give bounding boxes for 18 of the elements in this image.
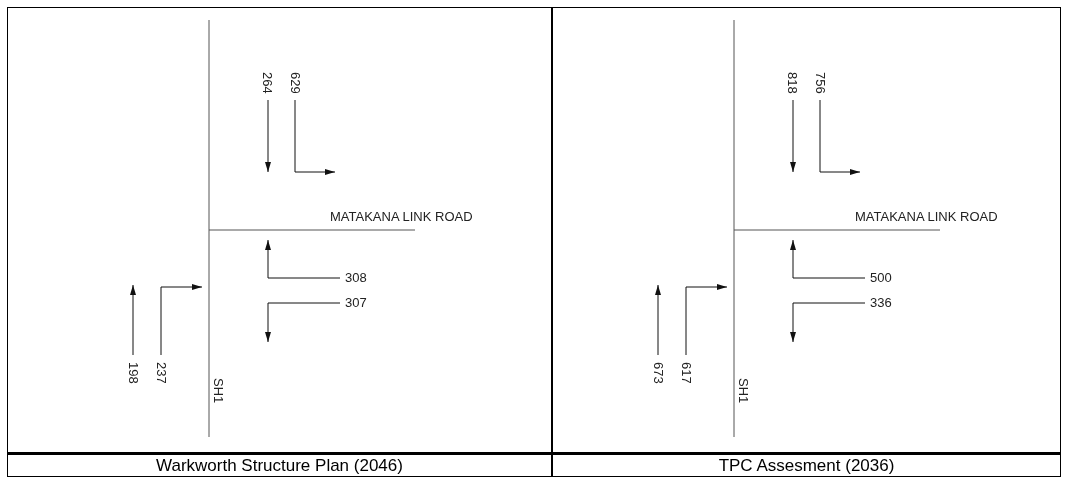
traffic-volume: 617 — [680, 362, 693, 384]
traffic-volume: 308 — [345, 271, 367, 284]
road-name: SH1 — [212, 378, 225, 404]
panel-caption: Warkworth Structure Plan (2046) — [7, 453, 552, 477]
traffic-volume: 818 — [786, 72, 799, 94]
traffic-volume: 198 — [127, 362, 140, 384]
traffic-volume: 237 — [155, 362, 168, 384]
road-name: MATAKANA LINK ROAD — [855, 210, 998, 223]
traffic-volume: 756 — [814, 72, 827, 94]
traffic-volume: 500 — [870, 271, 892, 284]
traffic-volume: 307 — [345, 296, 367, 309]
traffic-volume: 673 — [652, 362, 665, 384]
traffic-volume: 336 — [870, 296, 892, 309]
traffic-volume: 629 — [289, 72, 302, 94]
road-name: SH1 — [737, 378, 750, 404]
panel-caption: TPC Assesment (2036) — [552, 453, 1061, 477]
traffic-volume: 264 — [261, 72, 274, 94]
road-name: MATAKANA LINK ROAD — [330, 210, 473, 223]
